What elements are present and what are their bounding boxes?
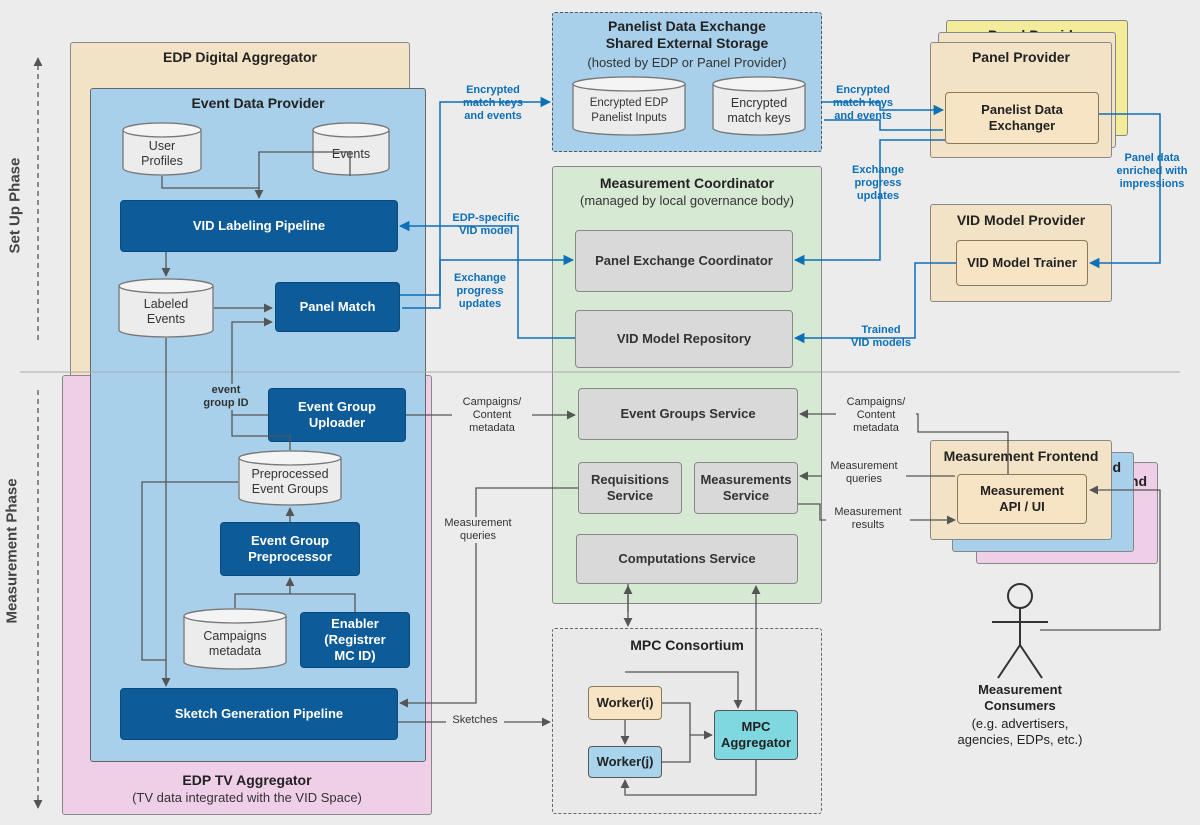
event-groups-service[interactable]: Event Groups Service bbox=[578, 388, 798, 440]
vid-model-repository[interactable]: VID Model Repository bbox=[575, 310, 793, 368]
vid-model-trainer[interactable]: VID Model Trainer bbox=[956, 240, 1088, 286]
panel-match[interactable]: Panel Match bbox=[275, 282, 400, 332]
label-measurement-queries-left: Measurement queries bbox=[436, 517, 520, 543]
measurement-frontend-title: Measurement Frontend bbox=[943, 448, 1099, 464]
worker-i[interactable]: Worker(i) bbox=[588, 686, 662, 720]
label-exchange-progress-left: Exchange progress updates bbox=[454, 272, 506, 310]
measurements-service[interactable]: Measurements Service bbox=[694, 462, 798, 514]
user-profiles-label: User Profiles bbox=[141, 139, 183, 168]
events-store: Events bbox=[312, 122, 390, 176]
label-campaigns-left: Campaigns/ Content metadata bbox=[452, 396, 532, 435]
label-exchange-progress-right: Exchange progress updates bbox=[852, 164, 904, 202]
label-encrypted-keys-right: Encrypted match keys and events bbox=[833, 84, 893, 122]
phase-label-measurement: Measurement Phase bbox=[3, 478, 21, 624]
campaigns-metadata-store: Campaigns metadata bbox=[183, 608, 287, 670]
event-group-preprocessor[interactable]: Event Group Preprocessor bbox=[220, 522, 360, 576]
label-panel-enriched: Panel data enriched with impressions bbox=[1116, 152, 1188, 190]
requisitions-service[interactable]: Requisitions Service bbox=[578, 462, 682, 514]
label-edp-specific-vid: EDP-specific VID model bbox=[452, 212, 520, 237]
encrypted-match-keys-store: Encrypted match keys bbox=[712, 76, 806, 136]
measurement-consumers-title: Measurement Consumers bbox=[978, 682, 1062, 713]
worker-j[interactable]: Worker(j) bbox=[588, 746, 662, 778]
edp-tv-title: EDP TV Aggregator bbox=[182, 772, 312, 788]
user-profiles-store: User Profiles bbox=[122, 122, 202, 176]
mpc-consortium-title: MPC Consortium bbox=[630, 637, 744, 653]
labeled-events-label: Labeled Events bbox=[143, 297, 189, 326]
enabler[interactable]: Enabler (Registrer MC ID) bbox=[300, 612, 410, 668]
labeled-events-store: Labeled Events bbox=[118, 278, 214, 338]
campaigns-metadata-label: Campaigns metadata bbox=[203, 629, 267, 658]
event-group-uploader[interactable]: Event Group Uploader bbox=[268, 388, 406, 442]
panelist-data-exchanger[interactable]: Panelist Data Exchanger bbox=[945, 92, 1099, 144]
sketch-generation-pipeline[interactable]: Sketch Generation Pipeline bbox=[120, 688, 398, 740]
panel-exchange-coordinator[interactable]: Panel Exchange Coordinator bbox=[575, 230, 793, 292]
measurement-api-ui[interactable]: Measurement API / UI bbox=[957, 474, 1087, 524]
label-sketches: Sketches bbox=[446, 714, 504, 727]
label-event-group-id: event group ID bbox=[196, 384, 256, 410]
panelist-exchange-title: Panelist Data Exchange Shared External S… bbox=[605, 18, 769, 51]
edp-digital-title: EDP Digital Aggregator bbox=[162, 49, 318, 65]
label-campaigns-right: Campaigns/ Content metadata bbox=[836, 396, 916, 435]
measurement-consumers-subtitle: (e.g. advertisers, agencies, EDPs, etc.) bbox=[957, 716, 1083, 747]
computations-service[interactable]: Computations Service bbox=[576, 534, 798, 584]
label-encrypted-keys-left: Encrypted match keys and events bbox=[463, 84, 523, 122]
mpc-aggregator[interactable]: MPC Aggregator bbox=[714, 710, 798, 760]
phase-label-setup: Set Up Phase bbox=[6, 157, 24, 254]
encrypted-edp-inputs-store: Encrypted EDP Panelist Inputs bbox=[572, 76, 686, 136]
label-measurement-results: Measurement results bbox=[826, 506, 910, 532]
vid-labeling-pipeline[interactable]: VID Labeling Pipeline bbox=[120, 200, 398, 252]
panel-provider-title: Panel Provider bbox=[971, 49, 1071, 65]
events-label: Events bbox=[331, 146, 371, 161]
encrypted-edp-inputs-label: Encrypted EDP Panelist Inputs bbox=[589, 97, 669, 124]
label-trained-vid: Trained VID models bbox=[851, 324, 911, 349]
preprocessed-groups-label: Preprocessed Event Groups bbox=[251, 467, 329, 496]
consumer-stick-figure bbox=[992, 583, 1048, 679]
event-data-provider-title: Event Data Provider bbox=[191, 95, 325, 111]
frontend-back2-title: nd bbox=[1129, 473, 1147, 489]
edp-tv-subtitle: (TV data integrated with the VID Space) bbox=[132, 790, 362, 805]
encrypted-match-keys-label: Encrypted match keys bbox=[727, 96, 791, 125]
preprocessed-groups-store: Preprocessed Event Groups bbox=[238, 450, 342, 506]
measurement-coordinator-subtitle: (managed by local governance body) bbox=[580, 193, 794, 208]
label-measurement-queries-right: Measurement queries bbox=[822, 460, 906, 486]
measurement-coordinator-title: Measurement Coordinator bbox=[599, 175, 775, 191]
vid-model-provider-title: VID Model Provider bbox=[956, 212, 1086, 228]
panelist-exchange-subtitle: (hosted by EDP or Panel Provider) bbox=[587, 55, 787, 70]
